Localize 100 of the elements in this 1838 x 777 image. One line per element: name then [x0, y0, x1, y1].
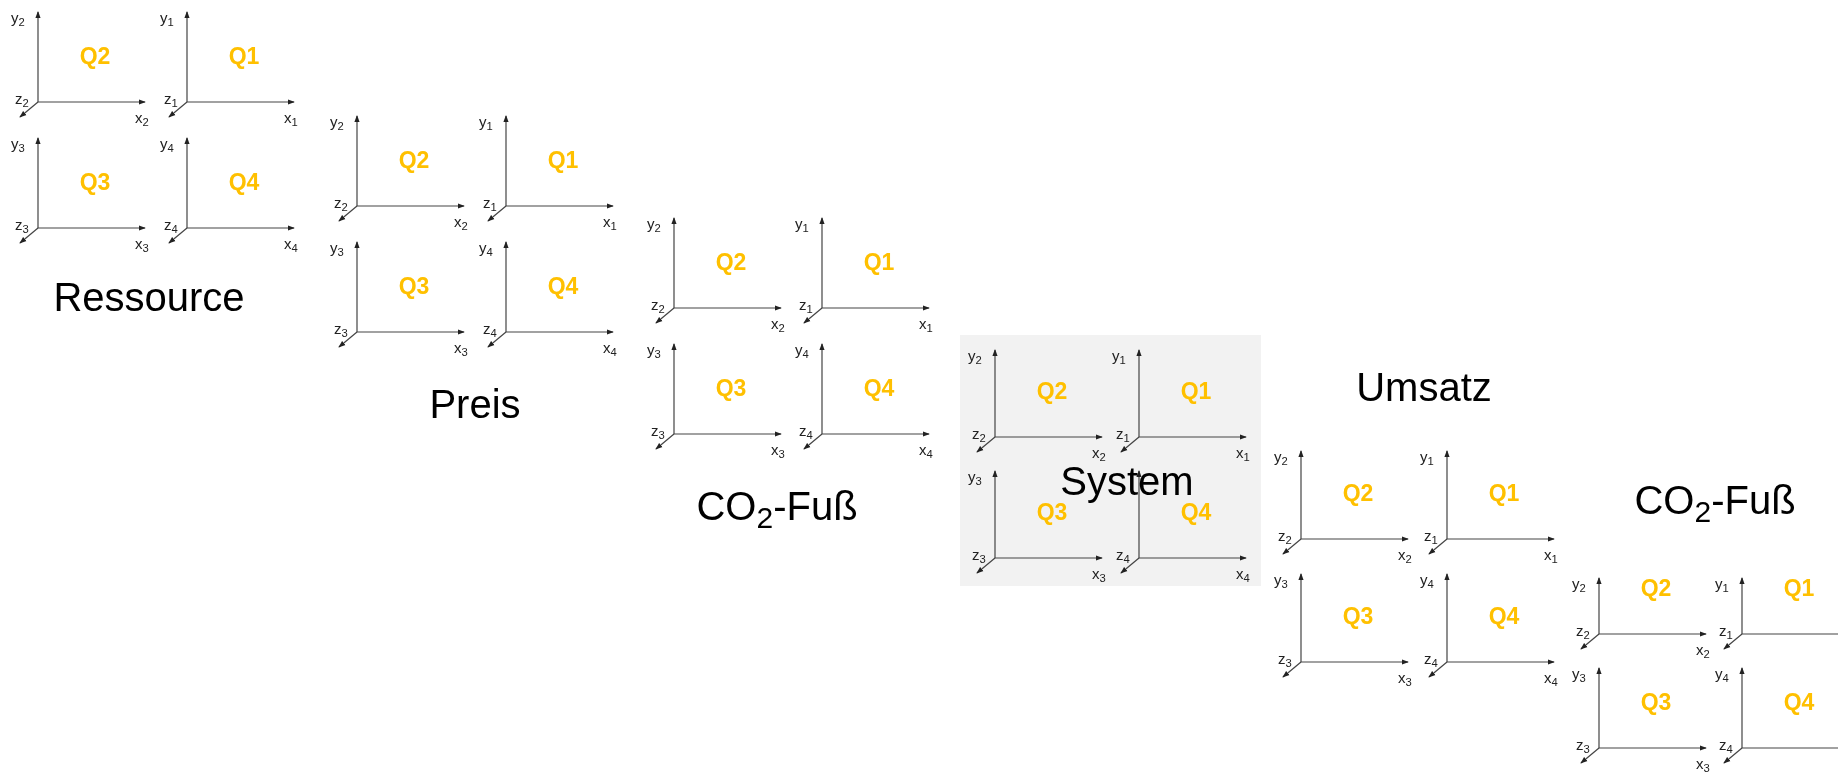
quadrant-label: Q1 — [1783, 576, 1815, 600]
group-title: Ressource — [53, 277, 245, 317]
axis-label: y$_{2}$ — [1274, 448, 1288, 464]
axis-label: x$_{2}$ — [1696, 641, 1710, 657]
axis-label: y$_{1}$ — [479, 113, 493, 129]
axis-label: x$_{4}$ — [1236, 565, 1250, 581]
axis-label: x$_{1}$ — [1236, 444, 1250, 460]
quadrant-label: Q4 — [1488, 604, 1520, 628]
axis-label: z$_{3}$ — [972, 546, 986, 562]
axis-label: y$_{1}$ — [1112, 347, 1126, 363]
group-title: CO$_{2}$-Fuß — [696, 486, 858, 526]
axis-label: x$_{2}$ — [771, 315, 785, 331]
axis-label: z$_{4}$ — [1116, 546, 1130, 562]
axis-label: y$_{4}$ — [160, 135, 174, 151]
axis-label: z$_{1}$ — [1424, 527, 1438, 543]
quadrant-label: Q1 — [1488, 481, 1520, 505]
axis-label: z$_{1}$ — [799, 296, 813, 312]
quadrant-label: Q3 — [715, 376, 747, 400]
axis-label: z$_{4}$ — [483, 320, 497, 336]
axis-label: x$_{2}$ — [1398, 546, 1412, 562]
axis-label: y$_{3}$ — [330, 239, 344, 255]
axis-label: x$_{3}$ — [1398, 669, 1412, 685]
quadrant-label: Q1 — [228, 44, 260, 68]
axis-label: y$_{4}$ — [479, 239, 493, 255]
axis-label: z$_{3}$ — [1576, 736, 1590, 752]
shaded-panel — [960, 335, 1261, 586]
axis-label: x$_{1}$ — [1544, 546, 1558, 562]
axis-label: x$_{1}$ — [919, 315, 933, 331]
axis-label: y$_{2}$ — [330, 113, 344, 129]
axis-label: z$_{2}$ — [1278, 527, 1292, 543]
quadrant-label: Q4 — [1783, 690, 1815, 714]
quadrant-label: Q2 — [79, 44, 111, 68]
quadrant-label: Q3 — [1036, 500, 1068, 524]
axis-label: x$_{4}$ — [603, 339, 617, 355]
axis-label: z$_{1}$ — [1719, 622, 1733, 638]
group-title: Preis — [429, 384, 521, 424]
axis-label: z$_{2}$ — [15, 90, 29, 106]
axis-label: z$_{1}$ — [1116, 425, 1130, 441]
axis-label: z$_{3}$ — [334, 320, 348, 336]
axis-label: z$_{3}$ — [15, 216, 29, 232]
axis-label: z$_{2}$ — [651, 296, 665, 312]
group-title: CO$_{2}$-Fuß — [1634, 480, 1796, 520]
axis-label: y$_{3}$ — [1274, 571, 1288, 587]
quadrant-label: Q2 — [715, 250, 747, 274]
quadrant-label: Q3 — [79, 170, 111, 194]
axis-label: z$_{1}$ — [483, 194, 497, 210]
quadrant-label: Q4 — [228, 170, 260, 194]
axis-label: x$_{3}$ — [135, 235, 149, 251]
quadrant-label: Q4 — [1180, 500, 1212, 524]
axis-label: x$_{4}$ — [284, 235, 298, 251]
axis-label: z$_{4}$ — [164, 216, 178, 232]
axis-label: z$_{3}$ — [1278, 650, 1292, 666]
axis-label: x$_{3}$ — [1696, 755, 1710, 771]
axis-label: z$_{2}$ — [334, 194, 348, 210]
quadrant-label: Q2 — [1036, 379, 1068, 403]
axis-label: y$_{3}$ — [11, 135, 25, 151]
axis-label: x$_{2}$ — [454, 213, 468, 229]
axis-label: y$_{1}$ — [795, 215, 809, 231]
axis-label: y$_{4}$ — [1715, 665, 1729, 681]
axis-label: z$_{1}$ — [164, 90, 178, 106]
axis-label: z$_{2}$ — [972, 425, 986, 441]
axis-label: x$_{1}$ — [284, 109, 298, 125]
axis-label: y$_{1}$ — [1420, 448, 1434, 464]
axis-label: x$_{2}$ — [1092, 444, 1106, 460]
quadrant-label: Q3 — [1640, 690, 1672, 714]
quadrant-label: Q2 — [1640, 576, 1672, 600]
quadrant-label: Q4 — [863, 376, 895, 400]
axis-label: y$_{2}$ — [968, 347, 982, 363]
axis-label: y$_{2}$ — [11, 9, 25, 25]
axis-label: y$_{2}$ — [1572, 575, 1586, 591]
quadrant-label: Q2 — [398, 148, 430, 172]
axis-label: x$_{3}$ — [454, 339, 468, 355]
axis-label: x$_{3}$ — [1092, 565, 1106, 581]
group-title: System — [1060, 461, 1194, 501]
quadrant-label: Q1 — [547, 148, 579, 172]
quadrant-label: Q4 — [547, 274, 579, 298]
axis-label: y$_{3}$ — [1572, 665, 1586, 681]
axis-label: z$_{3}$ — [651, 422, 665, 438]
axis-label: z$_{4}$ — [799, 422, 813, 438]
axis-label: y$_{2}$ — [647, 215, 661, 231]
axis-label: x$_{4}$ — [919, 441, 933, 457]
quadrant-label: Q1 — [1180, 379, 1212, 403]
axis-label: x$_{1}$ — [603, 213, 617, 229]
axis-label: x$_{2}$ — [135, 109, 149, 125]
quadrant-label: Q3 — [398, 274, 430, 298]
axis-label: y$_{4}$ — [1420, 571, 1434, 587]
quadrant-label: Q2 — [1342, 481, 1374, 505]
group-title: Umsatz — [1356, 367, 1492, 407]
quadrant-label: Q1 — [863, 250, 895, 274]
axis-label: x$_{4}$ — [1544, 669, 1558, 685]
quadrant-label: Q3 — [1342, 604, 1374, 628]
axis-label: y$_{1}$ — [1715, 575, 1729, 591]
axis-label: z$_{2}$ — [1576, 622, 1590, 638]
axis-label: y$_{3}$ — [968, 468, 982, 484]
axis-label: y$_{1}$ — [160, 9, 174, 25]
axis-label: y$_{3}$ — [647, 341, 661, 357]
axis-label: y$_{4}$ — [795, 341, 809, 357]
axis-label: z$_{4}$ — [1424, 650, 1438, 666]
axis-label: x$_{3}$ — [771, 441, 785, 457]
axis-label: z$_{4}$ — [1719, 736, 1733, 752]
